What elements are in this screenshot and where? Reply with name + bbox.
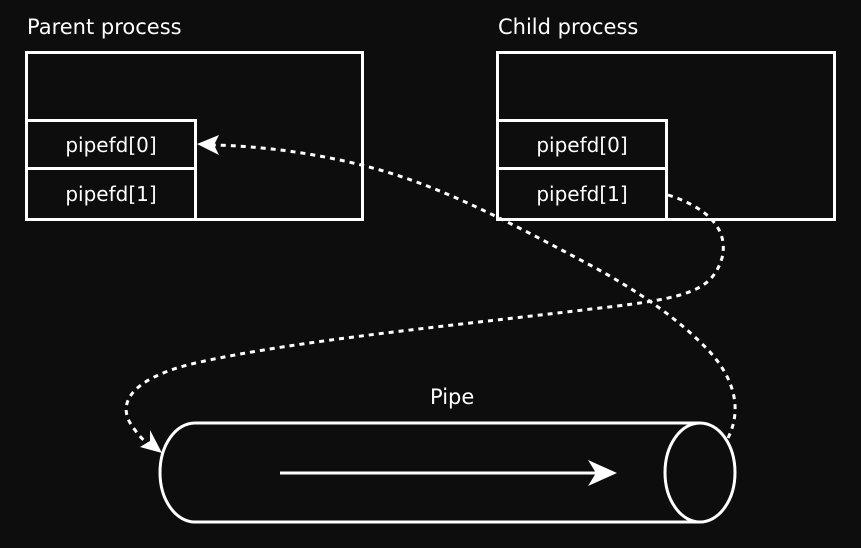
pipe-flow-arrow bbox=[280, 460, 617, 486]
parent-pipefd-write-label: pipefd[1] bbox=[65, 182, 157, 206]
parent-process-title: Parent process bbox=[27, 15, 182, 39]
child-process-title: Child process bbox=[498, 15, 639, 39]
pipe-label: Pipe bbox=[430, 385, 475, 409]
pipe-cylinder bbox=[158, 421, 737, 524]
parent-pipefd-read-label: pipefd[0] bbox=[65, 132, 157, 157]
pipe-to-parent-read-arrow bbox=[197, 135, 737, 439]
parent-pipefd-write: pipefd[1] bbox=[25, 167, 197, 221]
pipe-end-ellipse bbox=[663, 421, 737, 524]
child-write-to-pipe-arrow bbox=[124, 193, 725, 453]
child-pipefd-write-label: pipefd[1] bbox=[536, 182, 628, 206]
child-pipefd-write: pipefd[1] bbox=[496, 167, 668, 221]
pipe-body-outline bbox=[158, 421, 700, 524]
child-pipefd-read-label: pipefd[0] bbox=[536, 132, 628, 157]
